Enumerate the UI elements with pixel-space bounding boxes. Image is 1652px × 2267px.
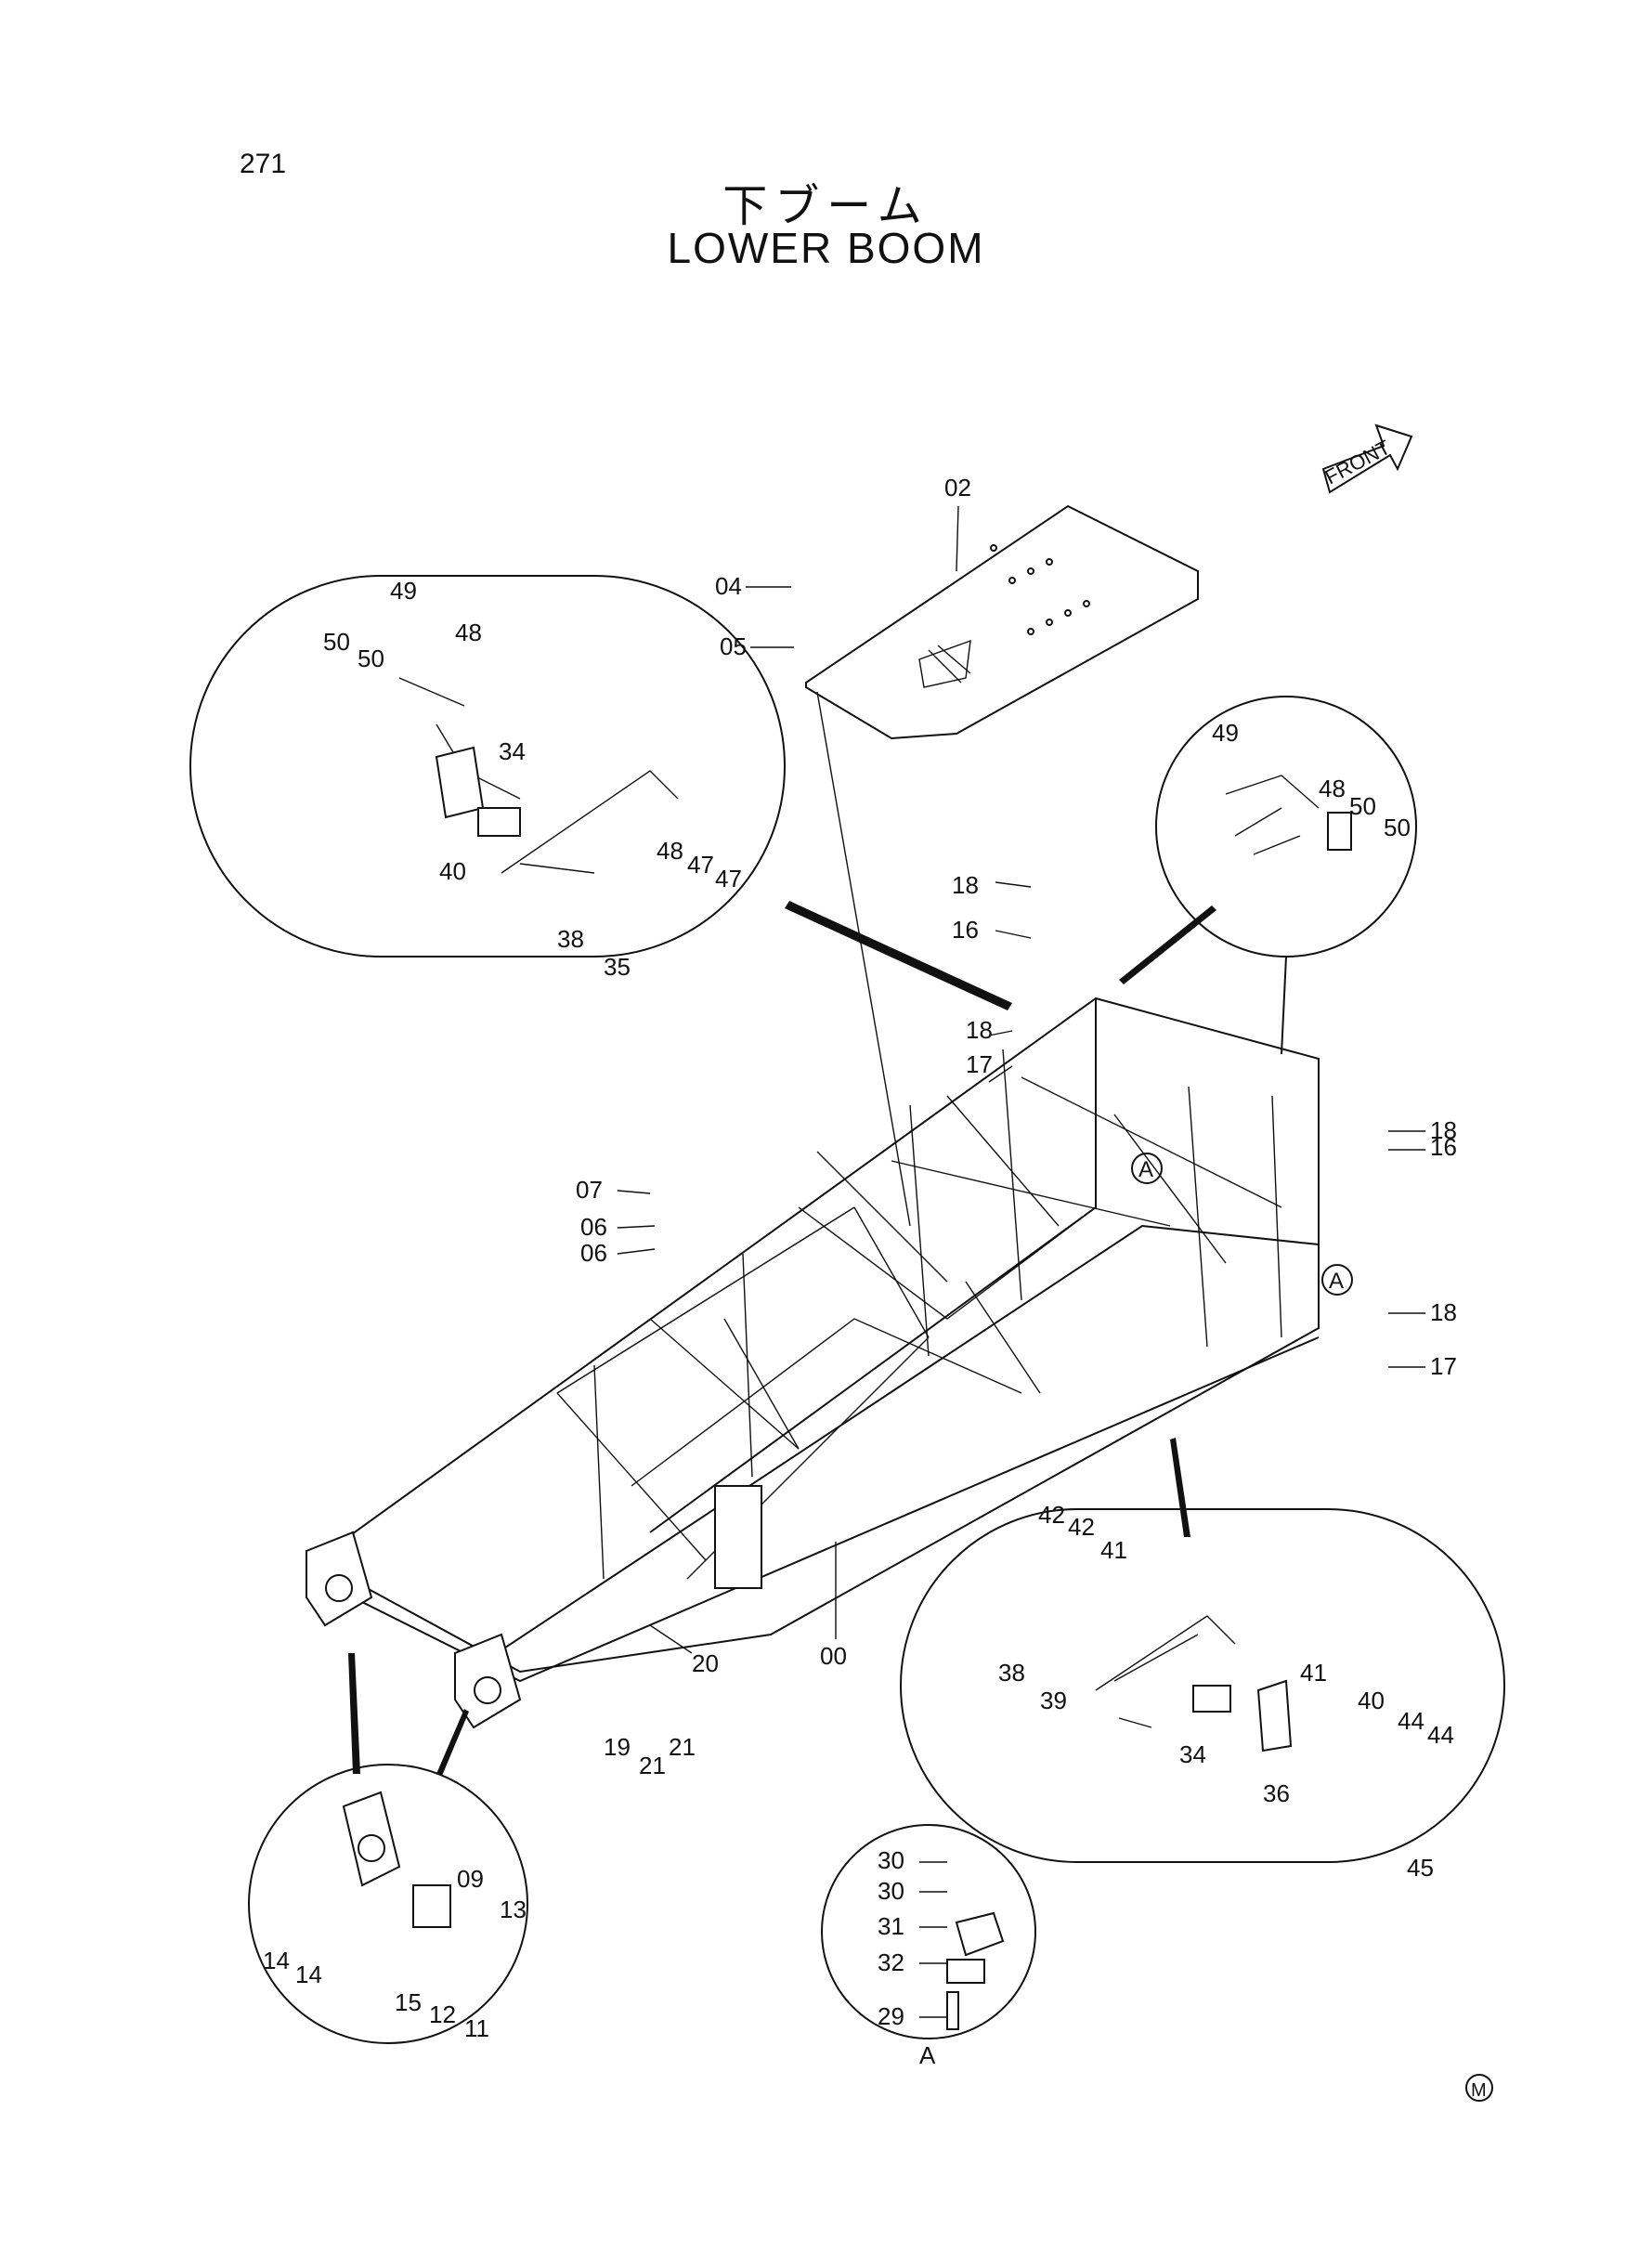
part-label: 14 <box>295 1961 322 1988</box>
part-label: 13 <box>500 1896 527 1923</box>
part-label: 40 <box>439 857 466 885</box>
part-label: 44 <box>1427 1721 1454 1749</box>
callout-a-lower: A <box>1321 1264 1353 1296</box>
part-label: 50 <box>358 645 384 672</box>
part-label: 18 <box>1430 1116 1457 1144</box>
part-label: 45 <box>1407 1854 1434 1882</box>
part-label: 00 <box>820 1642 847 1670</box>
part-label: 49 <box>1212 719 1239 747</box>
part-label: 19 <box>604 1733 631 1761</box>
part-label: 35 <box>604 953 631 981</box>
part-label: 02 <box>944 474 971 502</box>
part-label: 50 <box>1384 814 1411 841</box>
part-label: 06 <box>580 1213 607 1241</box>
part-label: 41 <box>1300 1659 1327 1687</box>
part-label: 36 <box>1263 1779 1290 1807</box>
boom-foot-lugs <box>306 1531 522 1729</box>
part-label: 06 <box>580 1239 607 1267</box>
part-label: 47 <box>715 865 742 892</box>
part-label: 48 <box>1319 775 1346 802</box>
part-label: 29 <box>878 2002 904 2030</box>
part-label: 42 <box>1068 1513 1095 1541</box>
m-mark-label: M <box>1471 2080 1487 2101</box>
callout-a-lower-label: A <box>1329 1269 1344 1294</box>
part-label: 18 <box>1430 1298 1457 1326</box>
page-number: 271 <box>240 149 287 179</box>
part-label: 38 <box>998 1659 1025 1687</box>
part-label: 49 <box>390 577 417 605</box>
part-label: 34 <box>1179 1740 1206 1768</box>
part-label: 14 <box>263 1947 290 1974</box>
part-label: 17 <box>1430 1352 1457 1380</box>
part-label: 34 <box>499 737 526 765</box>
boom-frame <box>314 997 1320 1683</box>
part-label: 20 <box>692 1649 719 1677</box>
part-label: 50 <box>323 628 350 656</box>
part-label: 21 <box>639 1752 666 1779</box>
part-label: 05 <box>720 632 747 660</box>
part-label: 04 <box>715 572 742 600</box>
front-label: FRONT <box>1321 436 1395 489</box>
part-label: 16 <box>952 916 979 944</box>
part-label: 31 <box>878 1912 904 1940</box>
part-label: 18 <box>966 1016 993 1044</box>
part-label: 30 <box>878 1846 904 1874</box>
part-label: 39 <box>1040 1687 1067 1714</box>
front-arrow-icon: FRONT <box>1321 423 1413 494</box>
part-label: 09 <box>457 1865 484 1893</box>
part-label: 41 <box>1100 1536 1127 1564</box>
detail-a-caption: A <box>919 2041 936 2069</box>
part-label: 16 <box>1430 1133 1457 1161</box>
part-label: 32 <box>878 1948 904 1976</box>
title-english: LOWER BOOM <box>667 224 985 272</box>
title-japanese: 下ブーム <box>722 180 930 232</box>
part-label: 30 <box>878 1877 904 1905</box>
part-label: 42 <box>1038 1501 1065 1529</box>
leader-lines <box>617 505 1425 2018</box>
part-label: 07 <box>576 1176 603 1204</box>
part-label: 15 <box>395 1988 422 2016</box>
part-label: 17 <box>966 1050 993 1078</box>
part-labels: 02 04 05 49 48 50 50 34 40 48 47 47 38 3… <box>263 474 1457 2042</box>
detail-circle-bottom-left <box>248 1653 528 2044</box>
callout-a-upper-label: A <box>1138 1157 1153 1182</box>
part-label: 38 <box>557 925 584 953</box>
detail-circle-right-top <box>1119 696 1417 1055</box>
part-label: 44 <box>1398 1707 1424 1735</box>
part-label: 11 <box>464 2014 489 2042</box>
part-label: 48 <box>455 619 482 646</box>
part-label: 21 <box>669 1733 696 1761</box>
detail-circle-right-bottom <box>900 1438 1505 1863</box>
callout-a-upper: A <box>1131 1153 1163 1184</box>
top-plate <box>805 504 1199 1227</box>
part-label: 47 <box>687 851 714 879</box>
part-label: 50 <box>1349 792 1376 820</box>
part-label: 12 <box>429 2000 456 2028</box>
m-mark: M <box>1465 2074 1493 2102</box>
part-label: 48 <box>657 837 683 865</box>
part-label: 40 <box>1358 1687 1385 1714</box>
part-label: 18 <box>952 871 979 899</box>
detail-circle-a <box>821 1824 1036 2039</box>
detail-circle-left <box>189 575 1012 1010</box>
